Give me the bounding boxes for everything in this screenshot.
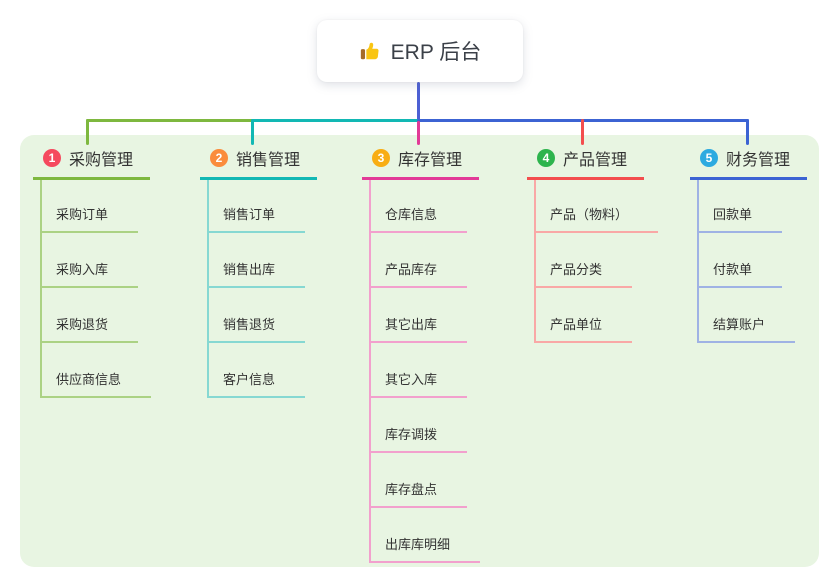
child-node[interactable]: 销售退货 — [207, 288, 306, 343]
branch-header-finance[interactable]: 5 财务管理 — [690, 146, 808, 180]
child-node[interactable]: 客户信息 — [207, 343, 306, 398]
child-node[interactable]: 采购退货 — [40, 288, 139, 343]
branch-header-inventory[interactable]: 3 库存管理 — [362, 146, 480, 180]
root-node[interactable]: ERP 后台 — [317, 20, 523, 82]
root-label: ERP 后台 — [390, 41, 482, 64]
connector-branch1-horizontal — [86, 119, 254, 122]
branch-children: 产品（物料） 产品分类 产品单位 — [534, 180, 659, 343]
child-node[interactable]: 仓库信息 — [369, 180, 468, 233]
connector-branch2-horizontal — [251, 119, 419, 122]
child-node[interactable]: 付款单 — [697, 233, 783, 288]
branch-label: 采购管理 — [69, 152, 134, 169]
branch-label: 财务管理 — [726, 152, 791, 169]
branch-children: 销售订单 销售出库 销售退货 客户信息 — [207, 180, 306, 398]
child-node[interactable]: 库存调拨 — [369, 398, 468, 453]
branch-header-product[interactable]: 4 产品管理 — [527, 146, 645, 180]
branch-children: 采购订单 采购入库 采购退货 供应商信息 — [40, 180, 152, 398]
connector-root-vertical — [417, 82, 420, 121]
branch-sales: 2 销售管理 销售订单 销售出库 销售退货 客户信息 — [200, 146, 318, 398]
branch-header-purchase[interactable]: 1 采购管理 — [33, 146, 151, 180]
connector-branch3-drop — [417, 121, 420, 145]
branch-badge: 4 — [537, 149, 555, 167]
branch-label: 库存管理 — [398, 152, 463, 169]
child-node[interactable]: 库存盘点 — [369, 453, 468, 508]
child-node[interactable]: 供应商信息 — [40, 343, 152, 398]
branch-product: 4 产品管理 产品（物料） 产品分类 产品单位 — [527, 146, 659, 343]
child-node[interactable]: 产品（物料） — [534, 180, 659, 233]
branch-children: 回款单 付款单 结算账户 — [697, 180, 796, 343]
branch-badge: 1 — [43, 149, 61, 167]
mindmap-panel — [20, 135, 819, 567]
branch-purchase: 1 采购管理 采购订单 采购入库 采购退货 供应商信息 — [33, 146, 152, 398]
branch-finance: 5 财务管理 回款单 付款单 结算账户 — [690, 146, 808, 343]
child-node[interactable]: 产品分类 — [534, 233, 633, 288]
child-node[interactable]: 采购订单 — [40, 180, 139, 233]
branch-inventory: 3 库存管理 仓库信息 产品库存 其它出库 其它入库 库存调拨 库存盘点 出库库… — [362, 146, 481, 563]
child-node[interactable]: 其它出库 — [369, 288, 468, 343]
connector-branch1-drop — [86, 119, 89, 145]
child-node[interactable]: 销售订单 — [207, 180, 306, 233]
branch-label: 产品管理 — [563, 152, 628, 169]
branch-badge: 5 — [700, 149, 718, 167]
child-node[interactable]: 采购入库 — [40, 233, 139, 288]
child-node[interactable]: 回款单 — [697, 180, 783, 233]
branch-children: 仓库信息 产品库存 其它出库 其它入库 库存调拨 库存盘点 出库库明细 — [369, 180, 481, 563]
child-node[interactable]: 产品库存 — [369, 233, 468, 288]
branch-header-sales[interactable]: 2 销售管理 — [200, 146, 318, 180]
child-node[interactable]: 产品单位 — [534, 288, 633, 343]
child-node[interactable]: 出库库明细 — [369, 508, 481, 563]
branch-badge: 3 — [372, 149, 390, 167]
thumbs-up-icon — [359, 40, 381, 62]
branch-badge: 2 — [210, 149, 228, 167]
connector-branch5-drop — [746, 119, 749, 145]
child-node[interactable]: 销售出库 — [207, 233, 306, 288]
branch-label: 销售管理 — [236, 152, 301, 169]
connector-branch2-drop — [251, 119, 254, 145]
child-node[interactable]: 结算账户 — [697, 288, 796, 343]
child-node[interactable]: 其它入库 — [369, 343, 468, 398]
connector-branch4-drop — [581, 119, 584, 145]
